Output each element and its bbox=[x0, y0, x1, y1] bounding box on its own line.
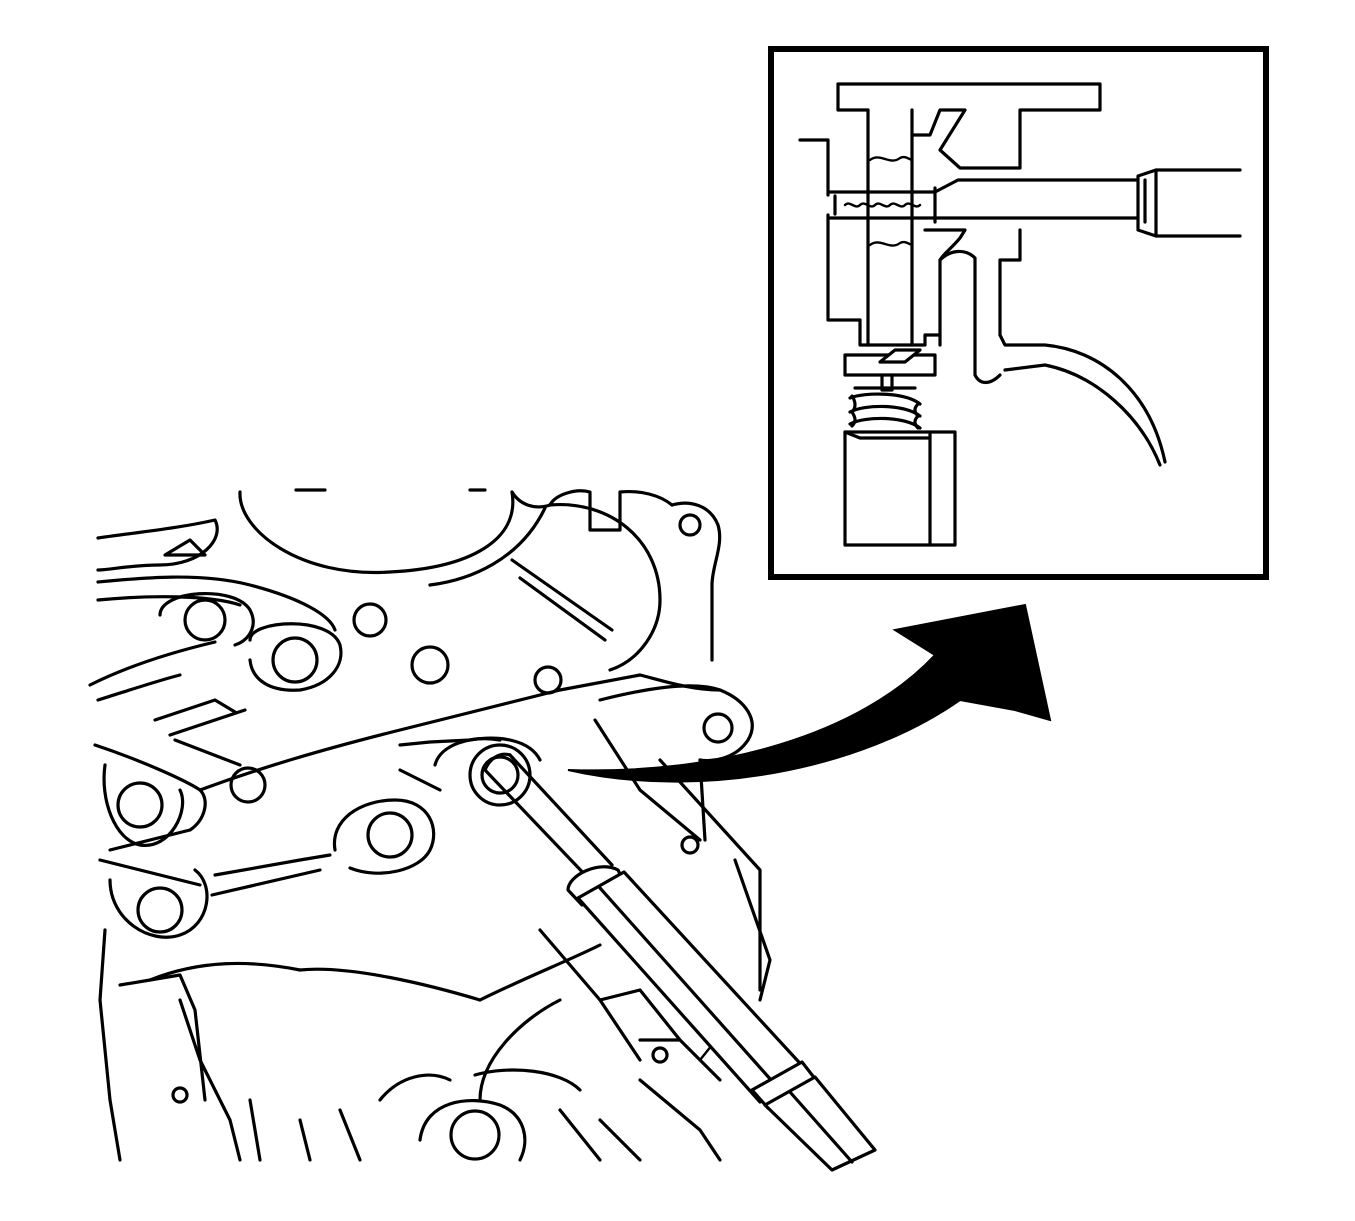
valve-plug bbox=[843, 430, 957, 547]
screwdriver bbox=[483, 752, 877, 1172]
transmission-housing bbox=[88, 488, 772, 1162]
callout-arrow bbox=[567, 603, 1052, 783]
spool-valve bbox=[866, 108, 914, 347]
detail-inset bbox=[768, 46, 1269, 580]
retaining-pin bbox=[828, 186, 937, 224]
spring bbox=[848, 386, 922, 430]
retainer-clip bbox=[843, 348, 937, 392]
